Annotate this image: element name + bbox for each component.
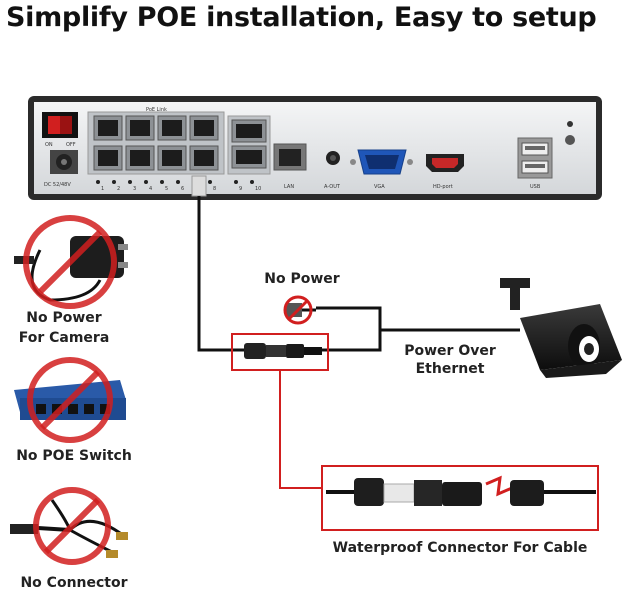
vga-port bbox=[350, 149, 413, 175]
poe-port bbox=[189, 145, 219, 171]
waterproof-label: Waterproof Connector For Cable bbox=[333, 540, 588, 556]
poe-port bbox=[93, 115, 123, 141]
no-power-camera-label-2: For Camera bbox=[19, 330, 110, 346]
power-over-ethernet-label-1: Power Over bbox=[404, 343, 496, 359]
lan-port bbox=[273, 143, 307, 171]
no-connector-label: No Connector bbox=[20, 575, 127, 590]
port-number: 3 bbox=[133, 186, 136, 192]
screw-icon bbox=[567, 121, 573, 127]
port-number: 1 bbox=[101, 186, 104, 192]
page-title: Simplify POE installation, Easy to setup bbox=[6, 2, 597, 33]
hdmi-port bbox=[426, 154, 464, 172]
splitter-cable-icon bbox=[10, 487, 128, 565]
poe-port bbox=[189, 115, 219, 141]
power-adapter-icon bbox=[14, 215, 128, 309]
port-number: 6 bbox=[181, 186, 184, 192]
port-number: 8 bbox=[213, 186, 216, 192]
no-power-camera-label-1: No Power bbox=[26, 310, 102, 326]
nvr-device: ON OFF DC 52/48V PoE Link 12345678 910 L… bbox=[28, 96, 602, 200]
no-power-plug bbox=[283, 295, 316, 325]
no-power-label: No Power bbox=[264, 271, 340, 287]
port-number: 9 bbox=[239, 186, 242, 192]
poe-switch-icon bbox=[14, 357, 126, 443]
callout-line bbox=[279, 370, 322, 489]
on-label: ON bbox=[45, 142, 53, 148]
poe-port bbox=[157, 145, 187, 171]
no-poe-switch-label: No POE Switch bbox=[16, 448, 132, 464]
inline-connector bbox=[244, 343, 322, 359]
port-number: 10 bbox=[255, 186, 261, 192]
poe-ports bbox=[93, 115, 219, 171]
poe-port bbox=[125, 115, 155, 141]
lan-label: LAN bbox=[284, 184, 294, 190]
poe-port bbox=[157, 115, 187, 141]
off-label: OFF bbox=[66, 142, 76, 148]
port-led-dot bbox=[234, 180, 238, 184]
poe-link-label: PoE Link bbox=[146, 107, 167, 113]
power-switch bbox=[42, 112, 78, 138]
extra-ports: 9 10 bbox=[231, 119, 267, 192]
poe-port bbox=[93, 145, 123, 171]
power-over-ethernet-label-2: Ethernet bbox=[416, 361, 485, 377]
port-number: 2 bbox=[117, 186, 120, 192]
usb-ports bbox=[517, 137, 553, 179]
port-led-dot bbox=[144, 180, 148, 184]
vga-label: VGA bbox=[374, 184, 385, 190]
dc-label: DC 52/48V bbox=[44, 182, 71, 188]
port-number: 4 bbox=[149, 186, 152, 192]
port-led-dot bbox=[128, 180, 132, 184]
audio-out-port bbox=[326, 151, 340, 165]
port-led-dot bbox=[208, 180, 212, 184]
waterproof-connector bbox=[326, 475, 596, 506]
dc-jack bbox=[50, 150, 78, 174]
aout-label: A-OUT bbox=[324, 184, 341, 190]
ethernet-cable bbox=[191, 175, 520, 352]
hd-label: HD-port bbox=[433, 184, 453, 190]
waterproof-highlight-box bbox=[321, 465, 599, 531]
port-led-dot bbox=[176, 180, 180, 184]
ground-screw-icon bbox=[565, 135, 575, 145]
port-led-dot bbox=[160, 180, 164, 184]
extra-port bbox=[231, 145, 267, 169]
poe-port bbox=[125, 145, 155, 171]
extra-port bbox=[231, 119, 267, 143]
usb-label: USB bbox=[530, 184, 541, 190]
port-number: 5 bbox=[165, 186, 168, 192]
camera-icon bbox=[500, 278, 622, 378]
port-led-dot bbox=[96, 180, 100, 184]
port-led-dot bbox=[250, 180, 254, 184]
port-led-dot bbox=[112, 180, 116, 184]
